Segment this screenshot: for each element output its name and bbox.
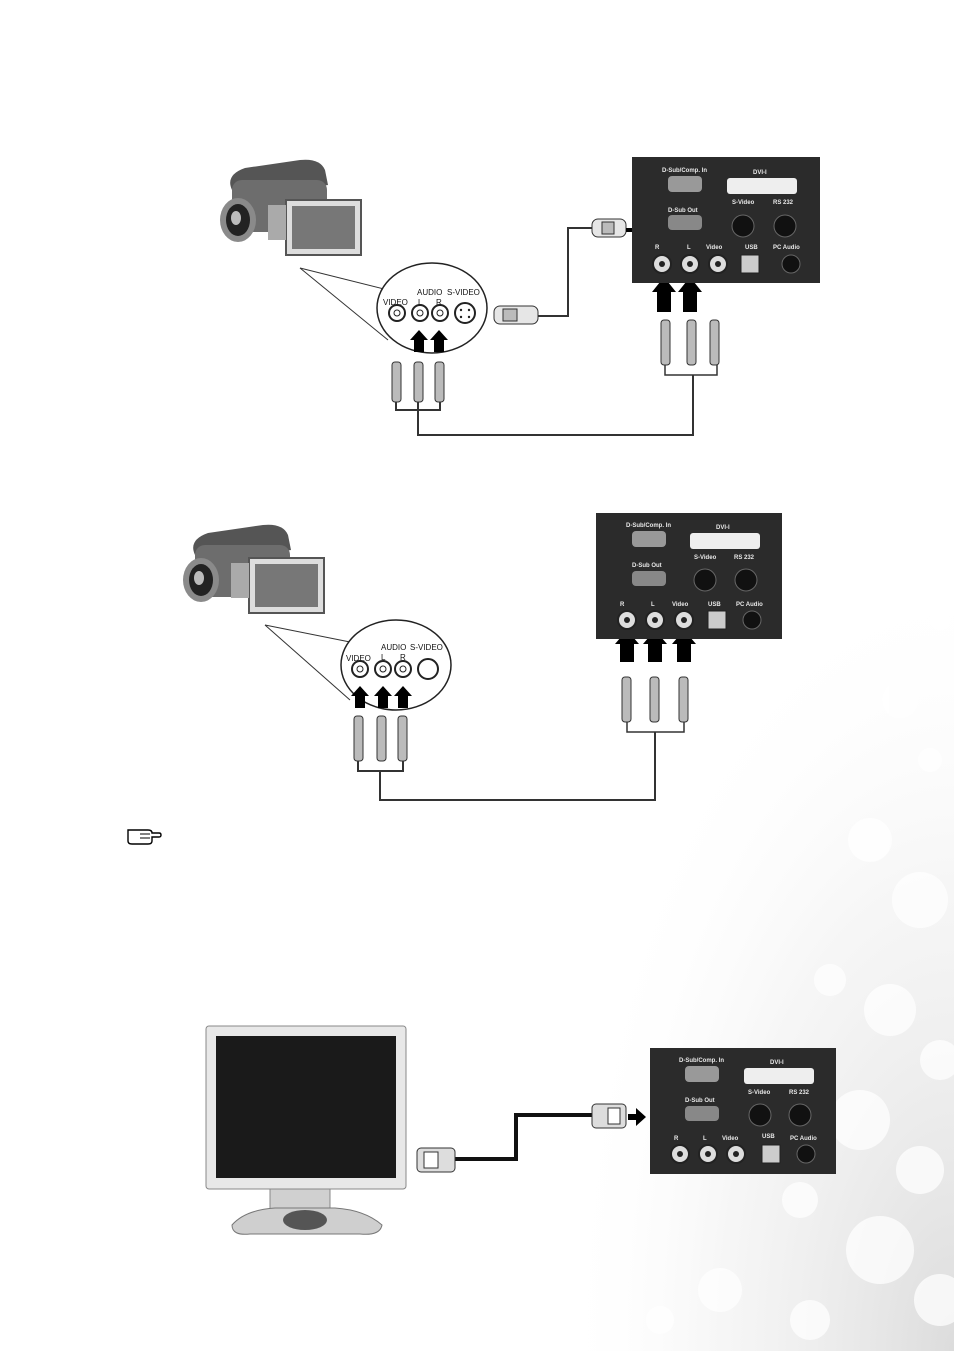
label-video: Video: [722, 1136, 739, 1142]
jack-svideo-label: S-VIDEO: [410, 643, 443, 652]
figure-composite-connection: VIDEO AUDIO S-VIDEO L R D-Sub/Comp. In D…: [0, 500, 954, 820]
label-dsub-out: D-Sub Out: [668, 208, 698, 214]
label-video: Video: [672, 602, 689, 608]
label-dvi: DVI-I: [716, 525, 730, 531]
jack-audio-label: AUDIO: [381, 643, 406, 652]
camcorder-illustration: [220, 160, 361, 255]
label-dsub-out: D-Sub Out: [632, 563, 662, 569]
label-r: R: [620, 602, 625, 608]
label-l: L: [651, 602, 655, 608]
label-pc-audio: PC Audio: [736, 602, 763, 608]
projector-panel-1: D-Sub/Comp. In DVI-I D-Sub Out S-Video R…: [632, 157, 820, 283]
jack-audio-label: AUDIO: [417, 288, 442, 297]
note-hand-icon: [126, 824, 162, 846]
label-rs232: RS 232: [773, 200, 794, 206]
label-dsub-comp-in: D-Sub/Comp. In: [662, 168, 707, 174]
label-dsub-comp-in: D-Sub/Comp. In: [626, 523, 671, 529]
figure-svideo-connection: VIDEO AUDIO S-VIDEO L R: [0, 0, 954, 460]
label-video: Video: [706, 245, 723, 251]
rca-plugs-camcorder: [392, 362, 444, 402]
label-pc-audio: PC Audio: [790, 1136, 817, 1142]
jack-svideo-label: S-VIDEO: [447, 288, 480, 297]
label-l: L: [687, 245, 691, 251]
projector-panel-2: D-Sub/Comp. In DVI-I D-Sub Out S-Video R…: [596, 513, 782, 639]
label-dsub-comp-in: D-Sub/Comp. In: [679, 1058, 724, 1064]
label-pc-audio: PC Audio: [773, 245, 800, 251]
camcorder-illustration: [183, 525, 324, 613]
label-usb: USB: [745, 245, 758, 251]
rca-plugs-camcorder: [354, 716, 407, 761]
label-rs232: RS 232: [789, 1090, 810, 1096]
rca-plugs-projector: [661, 320, 719, 365]
label-dvi: DVI-I: [753, 170, 767, 176]
label-svideo: S-Video: [748, 1090, 771, 1096]
label-dvi: DVI-I: [770, 1060, 784, 1066]
label-l: L: [703, 1136, 707, 1142]
monitor-illustration: [206, 1026, 406, 1234]
label-dsub-out: D-Sub Out: [685, 1098, 715, 1104]
arrows-into-camcorder: [351, 686, 412, 708]
projector-panel-3: D-Sub/Comp. In DVI-I D-Sub Out S-Video R…: [650, 1048, 836, 1174]
label-svideo: S-Video: [732, 200, 755, 206]
label-r: R: [655, 245, 660, 251]
label-rs232: RS 232: [734, 555, 755, 561]
label-r: R: [674, 1136, 679, 1142]
label-svideo: S-Video: [694, 555, 717, 561]
rca-plugs-projector: [622, 677, 688, 722]
figure-monitor-connection: D-Sub/Comp. In DVI-I D-Sub Out S-Video R…: [0, 1020, 954, 1250]
label-usb: USB: [708, 602, 721, 608]
label-usb: USB: [762, 1134, 775, 1140]
